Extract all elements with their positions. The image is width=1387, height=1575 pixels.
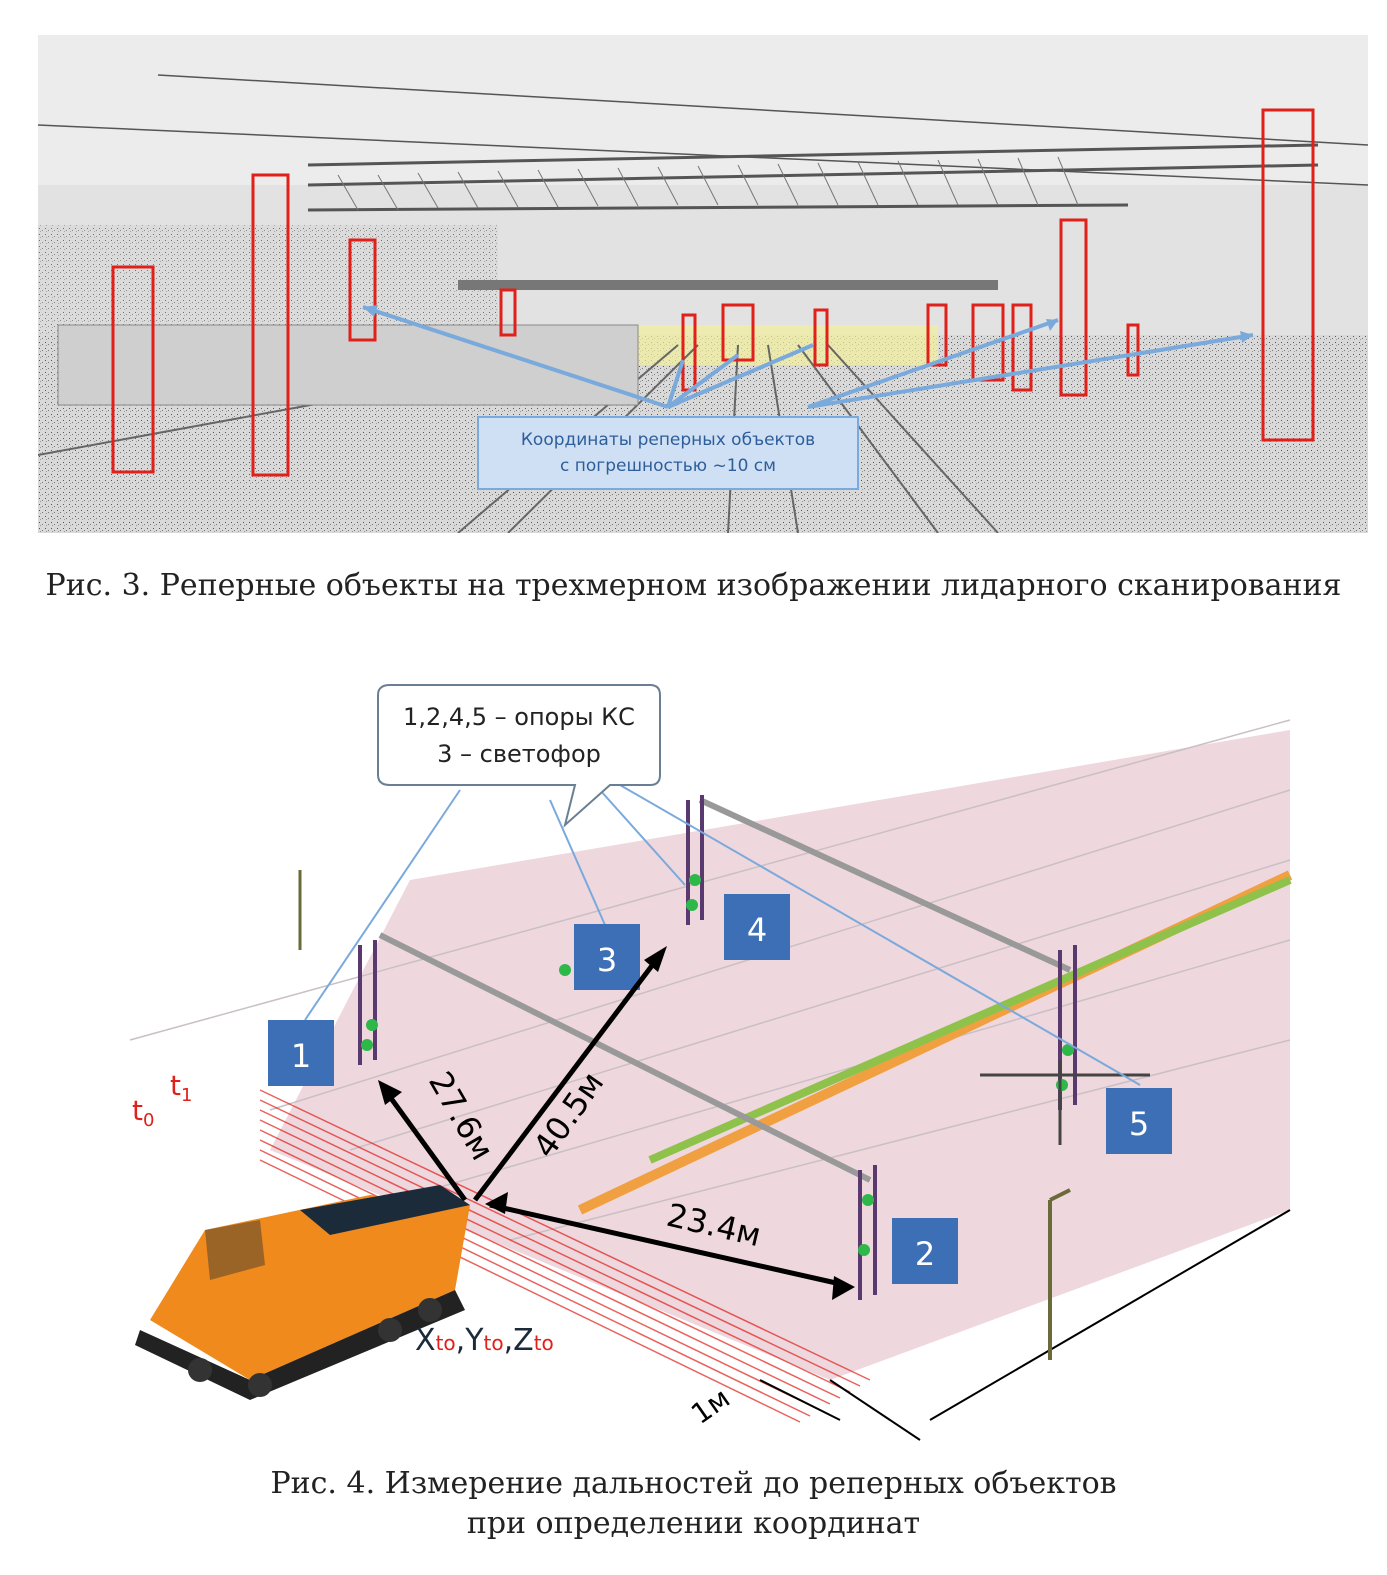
legend-line1: 1,2,4,5 – опоры КС	[403, 703, 635, 731]
marker-5: 5	[1106, 1088, 1172, 1154]
arrow-23-4	[489, 1202, 846, 1288]
figure-4-caption-line1: Рис. 4. Измерение дальностей до реперных…	[270, 1466, 1117, 1501]
marker-3: 3	[574, 924, 640, 990]
legend-line2: 3 – светофор	[437, 740, 601, 768]
figure-3-lidar-scan: Координаты реперных объектов с погрешнос…	[37, 35, 1369, 534]
callout-box	[477, 416, 859, 490]
marker-1: 1	[268, 1020, 334, 1086]
arrow-27-6	[382, 1088, 468, 1202]
locomotive	[135, 1185, 470, 1400]
t1-label: t1	[170, 1069, 192, 1106]
marker-4-label: 4	[747, 911, 767, 949]
callout-line2: с погрешностью ~10 см	[560, 456, 776, 476]
marker-4: 4	[724, 894, 790, 960]
arrow-40-5	[473, 953, 662, 1202]
scale-label: 1м	[685, 1381, 736, 1430]
callout-line1: Координаты реперных объектов	[521, 430, 815, 450]
marker-5-label: 5	[1129, 1105, 1149, 1143]
range-diagram: 1м 1,2,4,5 – опоры КС 3 – светофор	[129, 684, 1293, 1441]
legend-bubble	[377, 684, 661, 828]
marker-2-label: 2	[915, 1235, 935, 1273]
ground-plane	[270, 730, 1290, 1380]
t0-label: t0	[132, 1094, 154, 1131]
coordinate-label: Xto,Yto,Zto	[415, 1323, 554, 1358]
figure-4-range-measurement: 1м 1,2,4,5 – опоры КС 3 – светофор	[110, 680, 1310, 1450]
marker-2: 2	[892, 1218, 958, 1284]
figure-3-caption: Рис. 3. Реперные объекты на трехмерном и…	[45, 568, 1342, 603]
marker-3-label: 3	[597, 941, 617, 979]
lidar-scan-image: Координаты реперных объектов с погрешнос…	[37, 35, 1369, 534]
figure-4-caption-line2: при определении координат	[466, 1506, 921, 1541]
marker-1-label: 1	[291, 1037, 311, 1075]
